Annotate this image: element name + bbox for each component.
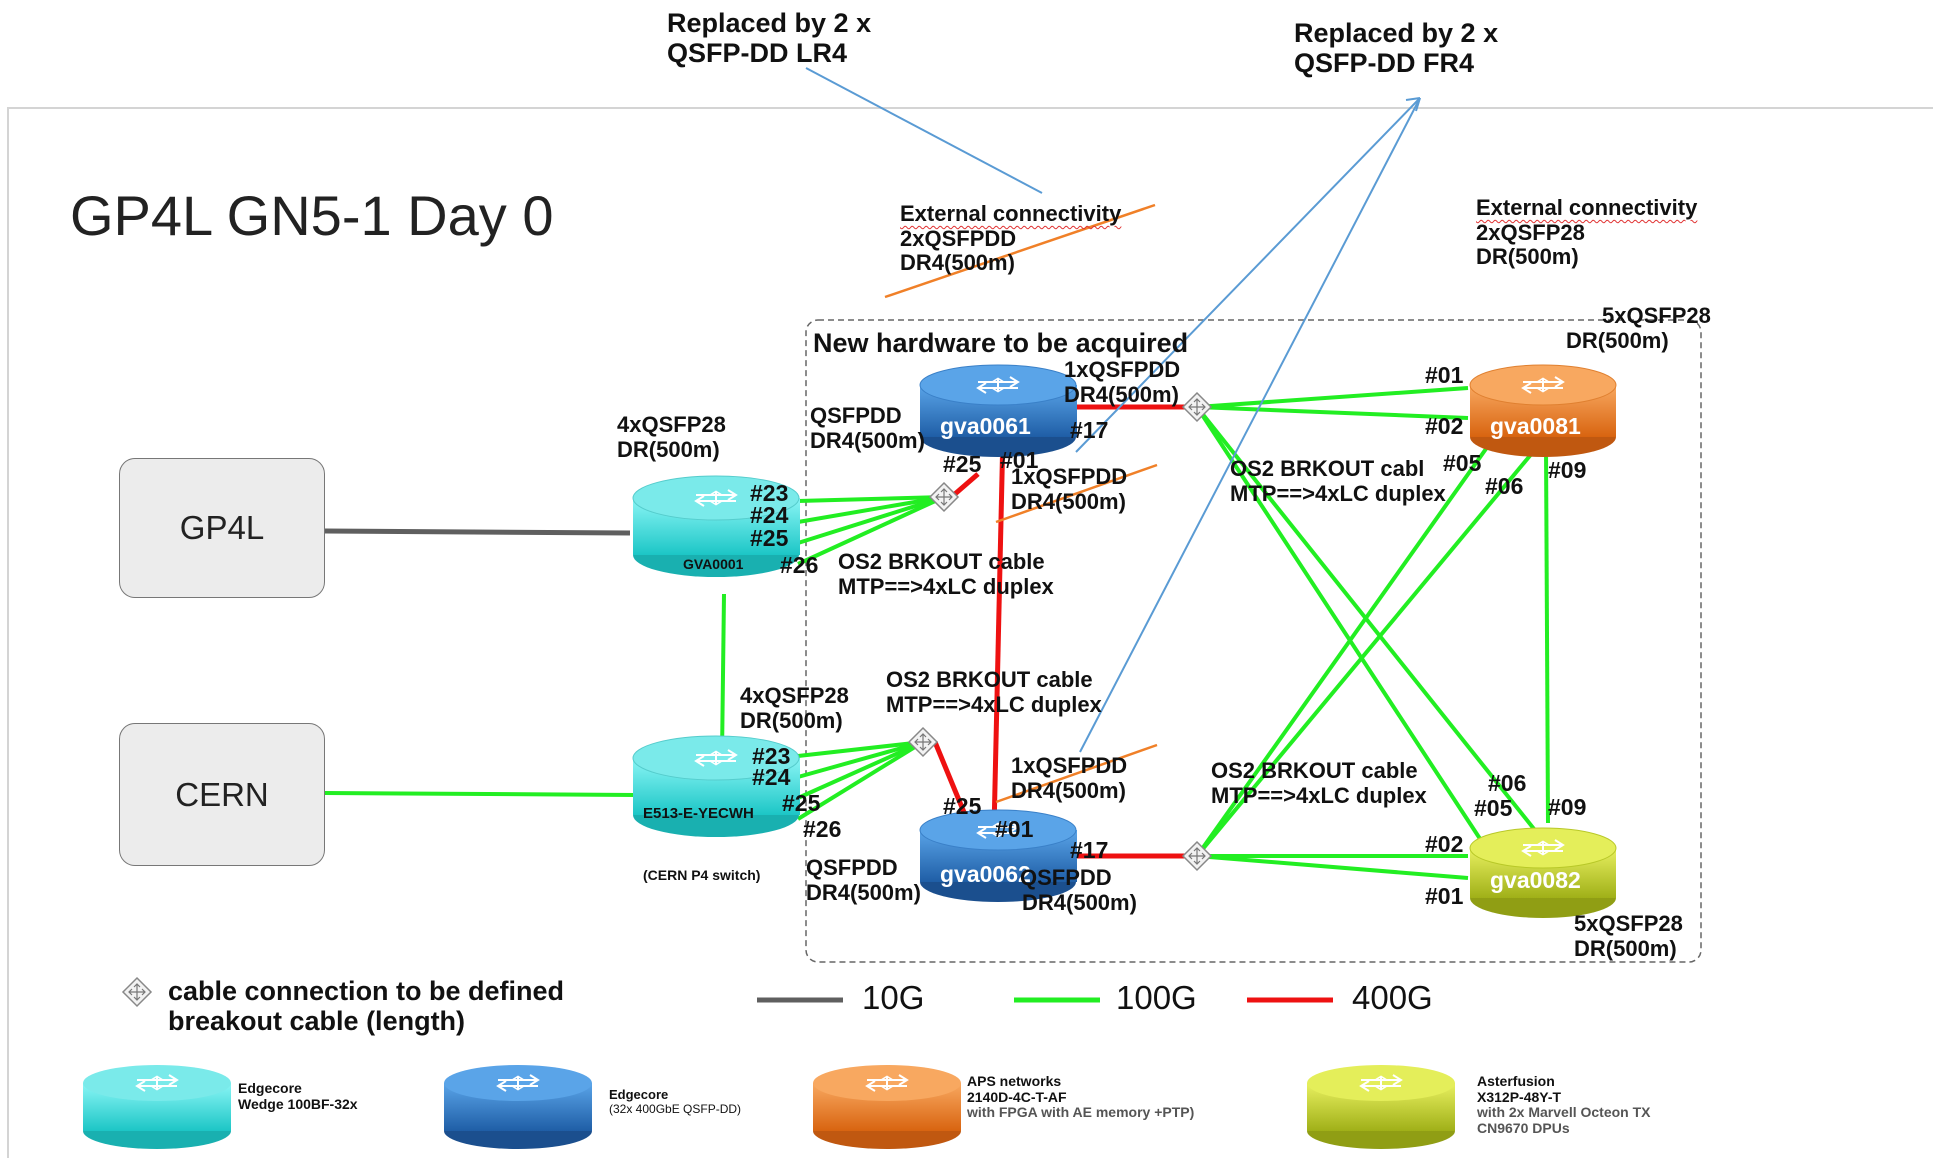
port-label: #24 — [752, 764, 791, 790]
port-label: #26 — [803, 816, 842, 842]
legend-aps-icon — [813, 1065, 961, 1149]
device-name-gva0061: gva0061 — [940, 413, 1031, 439]
port-label: #01 — [995, 816, 1034, 842]
router-gva0001-icon — [632, 475, 800, 577]
connector-icon — [929, 482, 959, 512]
device-name-gva0082: gva0082 — [1490, 867, 1581, 893]
legend-asterfusion-icon — [1307, 1065, 1455, 1149]
external-left-label: External connectivity 2xQSFPDD DR4(500m) — [900, 201, 1122, 276]
port-label: #01 — [1425, 883, 1464, 909]
port-label: #25 — [750, 525, 789, 551]
port-label: #05 — [1474, 795, 1513, 821]
optics-qsfpdd-62-right: QSFPDD DR4(500m) — [1020, 865, 1137, 915]
port-label: #02 — [1425, 413, 1464, 439]
new-hardware-label: New hardware to be acquired — [813, 328, 1189, 358]
port-label: #25 — [943, 451, 982, 477]
strike-lines — [884, 203, 1158, 804]
port-label: #09 — [1548, 794, 1587, 820]
legend-edgecore-wedge-icon — [83, 1065, 231, 1149]
site-gp4l: GP4L — [119, 458, 325, 598]
device-name-gva0081: gva0081 — [1490, 413, 1581, 439]
router-gva0081-icon — [1469, 364, 1617, 457]
router-gva0082-icon — [1469, 827, 1617, 918]
port-label: #06 — [1485, 473, 1524, 499]
legend-100g-label: 100G — [1116, 979, 1197, 1016]
port-label: #25 — [782, 790, 821, 816]
legend-hw-edgecore-400g: Edgecore(32x 400GbE QSFP-DD) — [609, 1087, 742, 1116]
legend-hw-asterfusion: Asterfusion X312P-48Y-T with 2x Marvell … — [1477, 1073, 1651, 1137]
legend-10g-label: 10G — [862, 979, 925, 1016]
page-title: GP4L GN5-1 Day 0 — [70, 184, 554, 247]
connector-icon — [908, 727, 938, 757]
port-label: #23 — [750, 480, 789, 506]
port-label: #02 — [1425, 831, 1464, 857]
site-cern: CERN — [119, 723, 325, 866]
port-label: #01 — [1000, 447, 1039, 473]
external-right-label: External connectivity 2xQSFP28 DR(500m) — [1476, 195, 1698, 270]
port-label: #01 — [1425, 362, 1464, 388]
links-100g — [324, 386, 1550, 880]
legend-connector-icon — [122, 977, 152, 1007]
port-label: #23 — [752, 743, 791, 769]
slide-frame — [7, 107, 1933, 1158]
link-gp4l-gva0001 — [324, 528, 631, 536]
port-label: #17 — [1070, 837, 1109, 863]
router-e513-icon — [632, 735, 800, 837]
router-gva0062-icon — [919, 809, 1077, 902]
router-gva0061-icon — [919, 364, 1077, 457]
device-name-gva0062: gva0062 — [940, 861, 1031, 887]
port-label: #06 — [1488, 770, 1527, 796]
annotation-lines — [805, 67, 1421, 753]
legend-hw-aps: APS networks 2140D-4C-T-AF with FPGA wit… — [967, 1073, 1195, 1121]
device-note-e513: (CERN P4 switch) — [643, 867, 761, 883]
device-name-e513: E513-E-YECWH — [643, 805, 754, 822]
port-label: #17 — [1070, 417, 1109, 443]
legend-edgecore-400g-icon — [444, 1065, 592, 1149]
port-label: #05 — [1443, 450, 1482, 476]
port-label: #25 — [943, 793, 982, 819]
legend-400g-label: 400G — [1352, 979, 1433, 1016]
device-name-gva0001: GVA0001 — [683, 556, 744, 572]
port-label: #09 — [1548, 457, 1587, 483]
new-hardware-region — [805, 319, 1702, 963]
port-label: #24 — [750, 502, 789, 528]
port-label: #26 — [780, 552, 819, 578]
